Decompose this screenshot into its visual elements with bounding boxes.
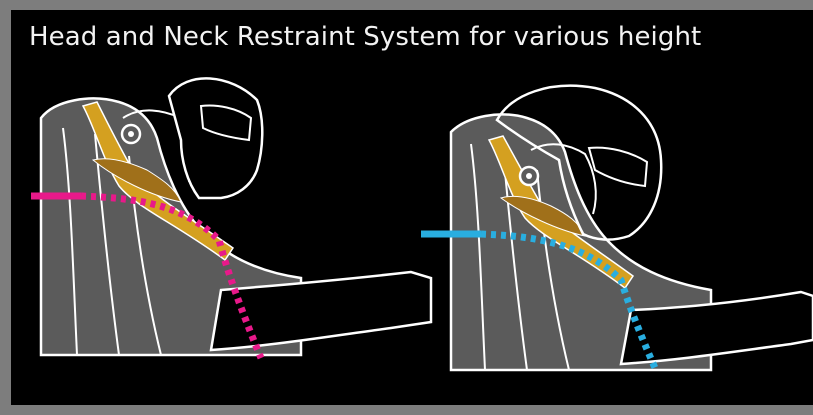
tall-driver-figure	[31, 78, 431, 358]
tether-anchor-center	[526, 173, 532, 179]
short-driver-figure	[421, 86, 813, 370]
diagram-panel: Head and Neck Restraint System for vario…	[11, 10, 813, 405]
restraint-illustration	[11, 10, 813, 405]
helmet-visor	[589, 148, 647, 186]
tether-anchor-center	[128, 131, 134, 137]
